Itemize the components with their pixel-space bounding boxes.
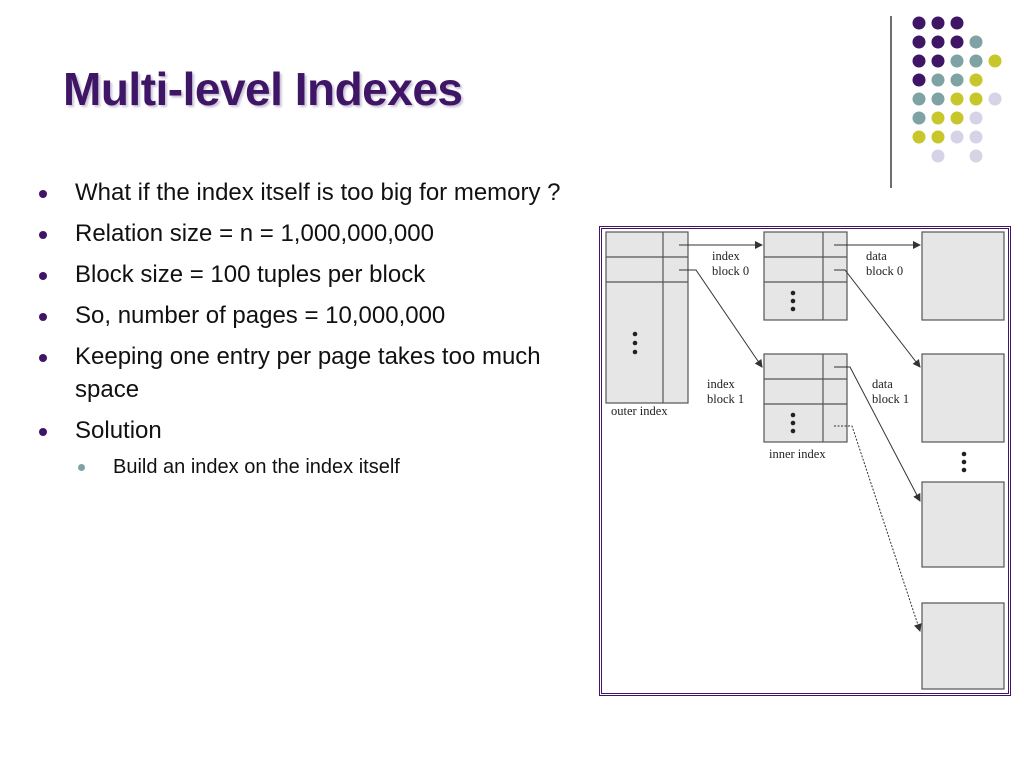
ellipsis-dots [961, 451, 967, 473]
outer-index-block [605, 231, 689, 404]
outer-index-label: outer index [611, 404, 668, 418]
data-block-1 [921, 353, 1005, 443]
data-block [921, 602, 1005, 690]
bullet-item: What if the index itself is too big for … [35, 176, 565, 209]
data-block [921, 481, 1005, 568]
data-block-0-label: data [866, 249, 887, 263]
index-block-1-label: index [707, 377, 736, 391]
index-block-1 [763, 353, 848, 443]
data-block-0 [921, 231, 1005, 321]
sub-bullet-list: Build an index on the index itself [75, 453, 565, 481]
inner-index-label: inner index [769, 447, 826, 461]
slide-title: Multi-level Indexes [63, 63, 463, 115]
sub-bullet-item: Build an index on the index itself [75, 453, 565, 481]
index-block-0-label: block 0 [712, 264, 749, 278]
index-block-0-label: index [712, 249, 741, 263]
pointer-arrows [679, 241, 922, 632]
bullet-item: Keeping one entry per page takes too muc… [35, 340, 565, 406]
data-block-1-label: block 1 [872, 392, 909, 406]
title-divider-line [890, 16, 892, 188]
bullet-item: Relation size = n = 1,000,000,000 [35, 217, 565, 250]
data-block-0-label: block 0 [866, 264, 903, 278]
data-block-1-label: data [872, 377, 893, 391]
index-block-1-label: block 1 [707, 392, 744, 406]
bullet-item: So, number of pages = 10,000,000 [35, 299, 565, 332]
index-block-0 [763, 231, 848, 321]
bullet-item-solution: Solution Build an index on the index its… [35, 414, 565, 481]
bullet-item: Block size = 100 tuples per block [35, 258, 565, 291]
bullet-list: What if the index itself is too big for … [35, 176, 565, 489]
bullet-item-label: Solution [75, 417, 162, 444]
multilevel-index-diagram: outer index index block 0 index block 1 … [599, 226, 1011, 696]
